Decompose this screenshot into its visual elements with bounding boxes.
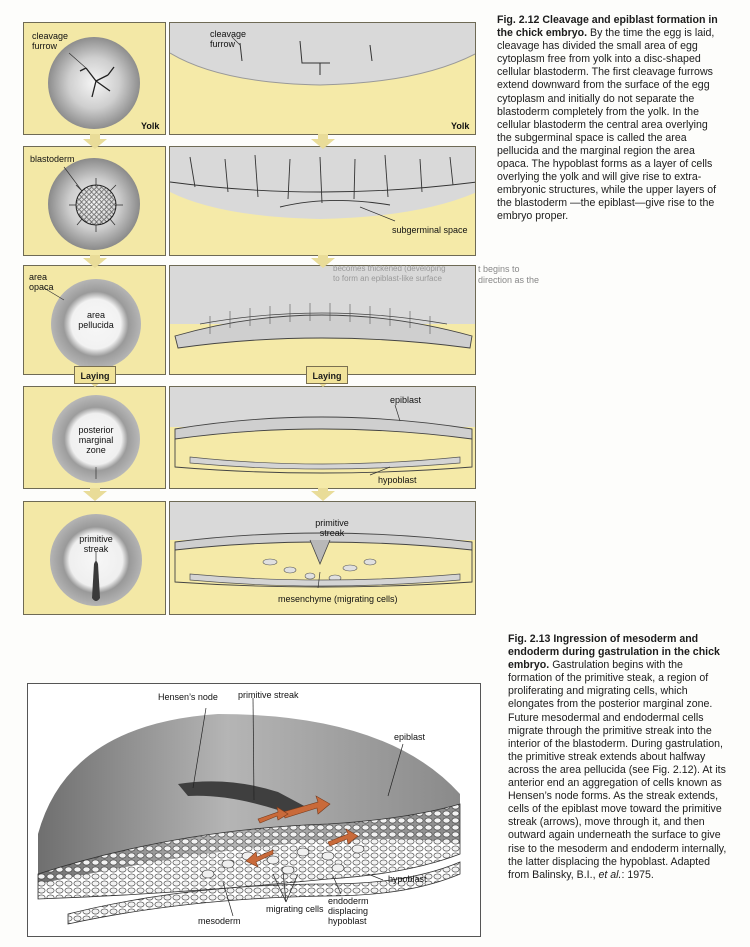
- area-opaca-section-drawing: [170, 266, 475, 349]
- label-yolk-left: Yolk: [141, 121, 160, 131]
- cleavage-disc-drawing: [48, 37, 140, 129]
- bg-text-3: becomes thickened (developing: [333, 264, 446, 273]
- label-primitive-streak-left: primitive streak: [79, 534, 113, 554]
- bg-text-2: direction as the: [478, 275, 540, 285]
- primitive-streak-disc-drawing: [50, 514, 142, 606]
- label-hypoblast-section: hypoblast: [378, 475, 417, 485]
- label-mesoderm-2-13: mesoderm: [198, 916, 241, 926]
- posterior-marginal-zone-disc-drawing: [52, 395, 140, 483]
- label-epiblast-section: epiblast: [390, 395, 422, 405]
- panel-surface-5: primitive streak: [23, 501, 166, 615]
- caption-fig-2-13-etal: et al.: [598, 868, 622, 881]
- caption-fig-2-12: Fig. 2.12 Cleavage and epiblast formatio…: [497, 14, 718, 223]
- label-hypoblast-2-13: hypoblast: [388, 874, 427, 884]
- label-primitive-streak-section: primitive streak: [315, 518, 349, 538]
- label-yolk-right: Yolk: [451, 121, 470, 131]
- caption-fig-2-12-text: By the time the egg is laid, cleavage ha…: [497, 27, 717, 223]
- label-cleavage-furrow-right: cleavage furrow: [210, 29, 247, 49]
- panel-section-3: [169, 265, 476, 375]
- label-area-opaca: area opaca: [29, 272, 54, 292]
- label-hensens-node: Hensen’s node: [158, 692, 218, 702]
- panel-section-2: subgerminal space: [169, 146, 476, 256]
- panel-section-4: epiblast hypoblast: [169, 386, 476, 489]
- panel-section-1: cleavage furrow Yolk: [169, 22, 476, 135]
- primitive-streak-section-drawing: [170, 502, 475, 589]
- label-posterior-marginal-zone: posterior marginal zone: [78, 425, 114, 455]
- panel-section-5: primitive streak mesenchyme (migrating c…: [169, 501, 476, 615]
- label-mesenchyme: mesenchyme (migrating cells): [278, 594, 398, 604]
- bg-text-1: t begins to: [478, 264, 520, 274]
- caption-fig-2-13-title: Ingression of mesoderm and endoderm duri…: [508, 633, 720, 672]
- label-epiblast-2-13: epiblast: [394, 732, 426, 742]
- blastoderm-section-drawing: [170, 147, 475, 222]
- laying-box-left: Laying: [74, 366, 116, 384]
- blastoderm-disc-drawing: [48, 158, 140, 250]
- laying-box-right: Laying: [306, 366, 348, 384]
- caption-fig-2-13-year: : 1975.: [621, 868, 654, 881]
- caption-fig-2-12-title: Cleavage and epiblast formation in the c…: [497, 14, 718, 40]
- label-blastoderm: blastoderm: [30, 154, 75, 164]
- caption-fig-2-13-text: Gastrulation begins with the formation o…: [508, 659, 727, 881]
- panel-surface-4: posterior marginal zone: [23, 386, 166, 489]
- panel-surface-3: area opaca area pellucida: [23, 265, 166, 375]
- bg-text-4: to form an epiblast-like surface: [333, 274, 442, 283]
- label-cleavage-furrow-left: cleavage furrow: [32, 31, 69, 51]
- panel-surface-2: blastoderm: [23, 146, 166, 256]
- caption-fig-2-13: Fig. 2.13 Ingression of mesoderm and end…: [508, 633, 727, 881]
- caption-fig-2-13-label: Fig. 2.13: [508, 633, 551, 645]
- caption-fig-2-12-label: Fig. 2.12: [497, 14, 540, 26]
- label-endoderm-2-13: endoderm displacing hypoblast: [328, 896, 369, 926]
- panel-surface-1: cleavage furrow Yolk: [23, 22, 166, 135]
- epiblast-hypoblast-section-drawing: [170, 387, 475, 476]
- fig-2-13-frame: Hensen’s node primitive streak epiblast …: [27, 683, 481, 937]
- label-primitive-streak-2-13: primitive streak: [238, 690, 299, 700]
- label-migrating-cells-2-13: migrating cells: [266, 904, 324, 914]
- area-opaca-disc-drawing: [43, 279, 141, 369]
- gastrulation-drawing: [37, 697, 461, 925]
- label-subgerminal-space: subgerminal space: [392, 225, 468, 235]
- label-area-pellucida: area pellucida: [78, 310, 114, 330]
- cleavage-section-drawing: [170, 23, 475, 86]
